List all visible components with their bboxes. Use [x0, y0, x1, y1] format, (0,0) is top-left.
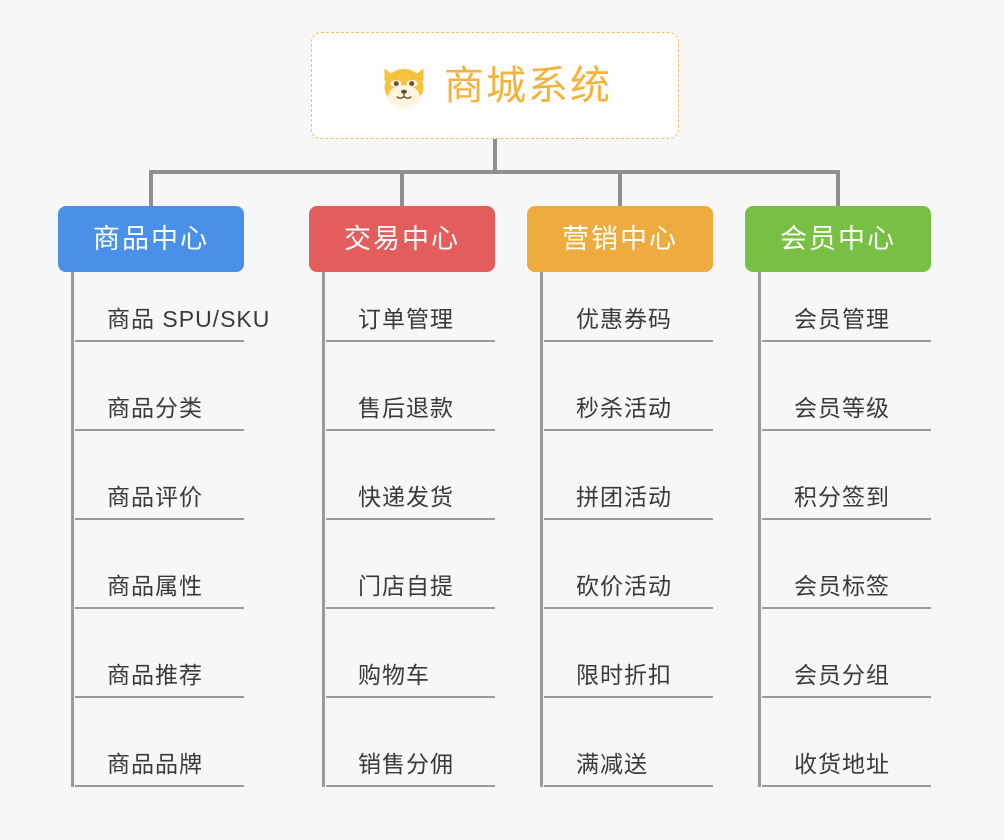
list-item-label: 收货地址	[794, 751, 890, 777]
list-item-label: 快递发货	[358, 484, 454, 510]
root-title: 商城系统	[444, 63, 612, 108]
list-item[interactable]: 收货地址	[762, 698, 931, 787]
list-item-label: 会员标签	[794, 573, 890, 599]
list-item-label: 限时折扣	[576, 662, 672, 688]
list-item[interactable]: 会员标签	[762, 520, 931, 609]
list-item-label: 商品 SPU/SKU	[107, 306, 271, 332]
list-item[interactable]: 购物车	[326, 609, 495, 698]
list-item[interactable]: 限时折扣	[544, 609, 713, 698]
list-item-label: 优惠券码	[576, 306, 672, 332]
category-label-4: 会员中心	[780, 223, 896, 254]
subitem-list-2: 订单管理 售后退款 快递发货 门店自提 购物车 销售分佣	[322, 272, 495, 787]
list-item-label: 满减送	[576, 751, 648, 777]
list-item-label: 会员等级	[794, 395, 890, 421]
list-item[interactable]: 门店自提	[326, 520, 495, 609]
connector-drop-1	[149, 170, 153, 208]
list-item-label: 售后退款	[358, 395, 454, 421]
list-item[interactable]: 砍价活动	[544, 520, 713, 609]
connector-drop-3	[618, 170, 622, 208]
list-item[interactable]: 会员管理	[762, 272, 931, 342]
category-box-4[interactable]: 会员中心	[745, 206, 931, 272]
category-label-2: 交易中心	[344, 223, 460, 254]
connector-drop-4	[836, 170, 840, 208]
branch-column-3: 营销中心 优惠券码 秒杀活动 拼团活动 砍价活动 限时折扣 满减送	[527, 206, 713, 787]
category-box-1[interactable]: 商品中心	[58, 206, 244, 272]
list-item[interactable]: 商品品牌	[75, 698, 244, 787]
list-item-label: 商品推荐	[107, 662, 203, 688]
list-item[interactable]: 商品 SPU/SKU	[75, 272, 269, 342]
list-item[interactable]: 秒杀活动	[544, 342, 713, 431]
connector-stem	[493, 139, 497, 172]
connector-drop-2	[400, 170, 404, 208]
list-item-label: 秒杀活动	[576, 395, 672, 421]
list-item-label: 门店自提	[358, 573, 454, 599]
root-node[interactable]: 商城系统	[311, 32, 679, 139]
list-item[interactable]: 会员等级	[762, 342, 931, 431]
connector-horizontal-bar	[149, 170, 840, 174]
list-item[interactable]: 售后退款	[326, 342, 495, 431]
list-item[interactable]: 订单管理	[326, 272, 495, 342]
list-item[interactable]: 满减送	[544, 698, 713, 787]
list-item[interactable]: 拼团活动	[544, 431, 713, 520]
list-item-label: 商品评价	[107, 484, 203, 510]
branch-column-2: 交易中心 订单管理 售后退款 快递发货 门店自提 购物车 销售分佣	[309, 206, 495, 787]
category-label-3: 营销中心	[562, 223, 678, 254]
list-item[interactable]: 商品分类	[75, 342, 244, 431]
list-item-label: 商品品牌	[107, 751, 203, 777]
list-item-label: 会员分组	[794, 662, 890, 688]
subitem-list-3: 优惠券码 秒杀活动 拼团活动 砍价活动 限时折扣 满减送	[540, 272, 713, 787]
category-box-3[interactable]: 营销中心	[527, 206, 713, 272]
list-item[interactable]: 商品属性	[75, 520, 244, 609]
subitem-list-1: 商品 SPU/SKU 商品分类 商品评价 商品属性 商品推荐 商品品牌	[71, 272, 269, 787]
list-item-label: 商品分类	[107, 395, 203, 421]
shiba-dog-icon	[384, 67, 424, 109]
list-item-label: 商品属性	[107, 573, 203, 599]
list-item[interactable]: 优惠券码	[544, 272, 713, 342]
list-item[interactable]: 商品推荐	[75, 609, 244, 698]
list-item-label: 砍价活动	[576, 573, 672, 599]
list-item-label: 拼团活动	[576, 484, 672, 510]
branch-column-1: 商品中心 商品 SPU/SKU 商品分类 商品评价 商品属性 商品推荐 商品品牌	[58, 206, 269, 787]
category-box-2[interactable]: 交易中心	[309, 206, 495, 272]
category-label-1: 商品中心	[93, 223, 209, 254]
branch-column-4: 会员中心 会员管理 会员等级 积分签到 会员标签 会员分组 收货地址	[745, 206, 931, 787]
list-item-label: 会员管理	[794, 306, 890, 332]
list-item[interactable]: 快递发货	[326, 431, 495, 520]
subitem-list-4: 会员管理 会员等级 积分签到 会员标签 会员分组 收货地址	[758, 272, 931, 787]
list-item-label: 积分签到	[794, 484, 890, 510]
list-item[interactable]: 销售分佣	[326, 698, 495, 787]
list-item[interactable]: 会员分组	[762, 609, 931, 698]
list-item-label: 订单管理	[358, 306, 454, 332]
list-item[interactable]: 商品评价	[75, 431, 244, 520]
list-item-label: 销售分佣	[358, 751, 454, 777]
list-item-label: 购物车	[358, 662, 430, 688]
list-item[interactable]: 积分签到	[762, 431, 931, 520]
